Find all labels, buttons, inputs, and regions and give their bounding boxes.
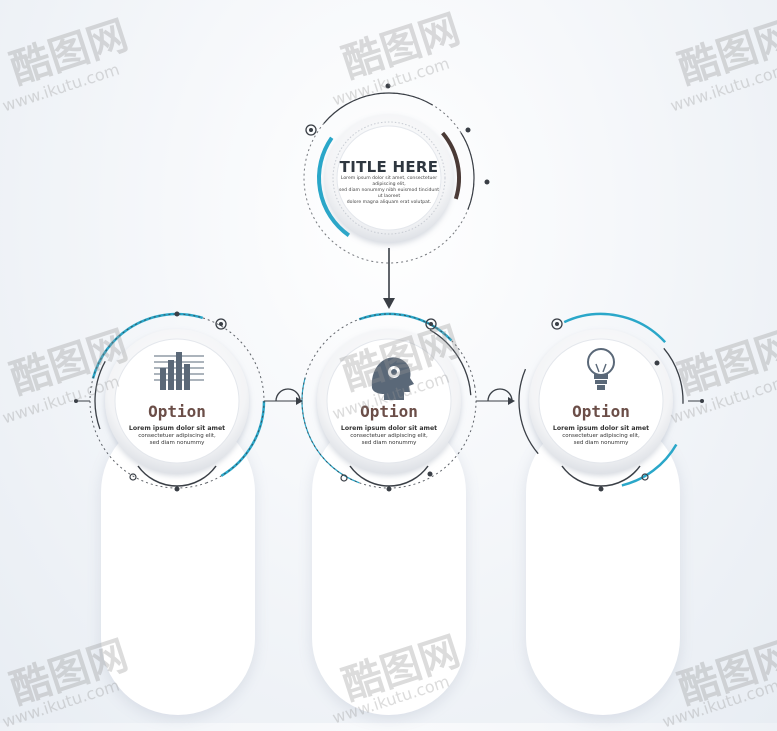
option-desc-line: sed diam nonummy — [573, 440, 629, 446]
title-description: Lorem ipsum dolor sit amet, consectetuer… — [338, 176, 440, 206]
title-desc-line: sed diam nonummy nibh euismod tincidunt … — [338, 188, 440, 199]
option-desc-bold: Lorem ipsum dolor sit amet — [552, 425, 650, 432]
title-brown-arc — [317, 105, 461, 250]
option-desc-2: Lorem ipsum dolor sit amet consectetuer … — [329, 425, 449, 448]
title-desc-line: dolore magna aliquam erat volutpat. — [346, 200, 432, 205]
option-desc-line: consectetuer adipiscing elit, — [138, 432, 216, 439]
title-desc-line: Lorem ipsum dolor sit amet, consectetuer… — [340, 176, 438, 187]
bar-chart-icon — [154, 352, 204, 390]
option-label-2: Option — [360, 402, 418, 421]
option-desc-bold: Lorem ipsum dolor sit amet — [128, 425, 226, 432]
option-node-1 — [74, 311, 266, 492]
title-node — [303, 83, 490, 309]
arrow-down-icon — [383, 298, 395, 309]
option-label-3: Option — [572, 402, 630, 421]
option-desc-1: Lorem ipsum dolor sit amet consectetuer … — [117, 425, 237, 448]
option-node-2 — [300, 312, 478, 492]
title-accent-arc — [316, 106, 461, 250]
title-heading: TITLE HERE — [339, 158, 439, 176]
option-desc-line: sed diam nonummy — [361, 440, 417, 446]
title-knob-1 — [305, 124, 317, 136]
connector-2-3 — [476, 388, 515, 405]
head-gear-icon — [371, 357, 414, 400]
title-inner-dots — [332, 121, 446, 235]
arrow-right-icon — [508, 397, 515, 405]
option-label-1: Option — [148, 402, 206, 421]
option-desc-line: consectetuer adipiscing elit, — [562, 432, 640, 439]
connector-1-2 — [264, 388, 303, 405]
lightbulb-icon — [587, 348, 615, 390]
arrow-right-icon — [296, 397, 303, 405]
title-dotted-arc — [303, 92, 475, 264]
option-desc-line: consectetuer adipiscing elit, — [350, 432, 428, 439]
option-desc-line: sed diam nonummy — [149, 440, 205, 446]
option-desc-3: Lorem ipsum dolor sit amet consectetuer … — [541, 425, 661, 448]
option-desc-bold: Lorem ipsum dolor sit amet — [340, 425, 438, 432]
option-node-3 — [512, 312, 704, 492]
